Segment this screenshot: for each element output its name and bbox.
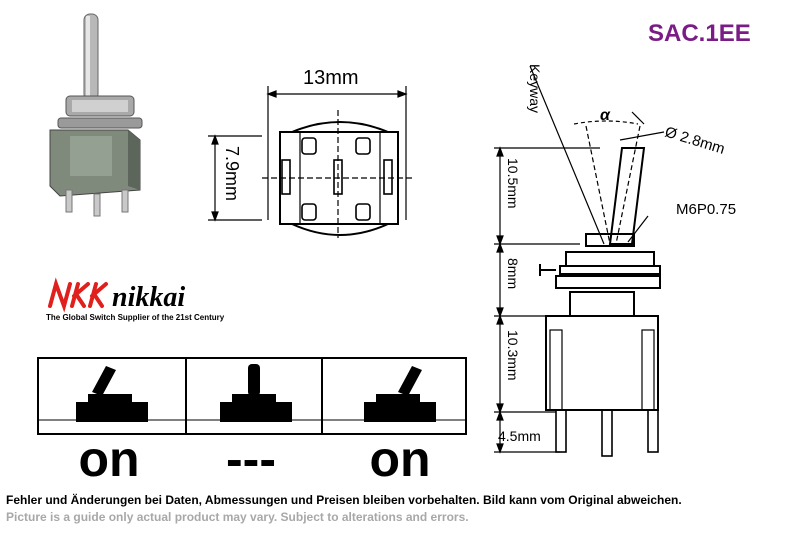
brand-name: nikkai: [112, 282, 185, 313]
disclaimer-german: Fehler und Änderungen bei Daten, Abmessu…: [6, 493, 682, 507]
lever-diameter-label: Ø 2.8mm: [663, 124, 727, 158]
thread-label: M6P0.75: [676, 201, 736, 218]
position-3-label: on: [369, 431, 431, 487]
nkk-mark-icon: [48, 277, 108, 313]
position-3-icon: [364, 366, 436, 422]
angle-label: α: [600, 107, 611, 124]
body-height-label: 10.3mm: [505, 330, 521, 381]
depth-dimension-label: 7.9mm: [222, 146, 242, 201]
brand-tagline: The Global Switch Supplier of the 21st C…: [46, 313, 225, 322]
pin-length-label: 4.5mm: [498, 428, 541, 444]
position-1-icon: [76, 366, 148, 422]
width-dimension-label: 13mm: [303, 67, 359, 89]
lever-height-label: 10.5mm: [505, 158, 521, 209]
nkk-logo: nikkai: [48, 277, 185, 313]
keyway-label: Keyway: [527, 64, 543, 113]
top-view-drawing: [208, 86, 412, 238]
disclaimer-english: Picture is a guide only actual product m…: [6, 510, 469, 524]
bushing-height-label: 8mm: [505, 258, 521, 289]
position-1-label: on: [78, 431, 140, 487]
side-view-drawing: [494, 65, 665, 457]
product-code: SAC.1EE: [648, 20, 751, 47]
product-photo: [49, 13, 143, 217]
position-2-label: ---: [226, 431, 276, 487]
position-2-icon: [220, 364, 292, 422]
